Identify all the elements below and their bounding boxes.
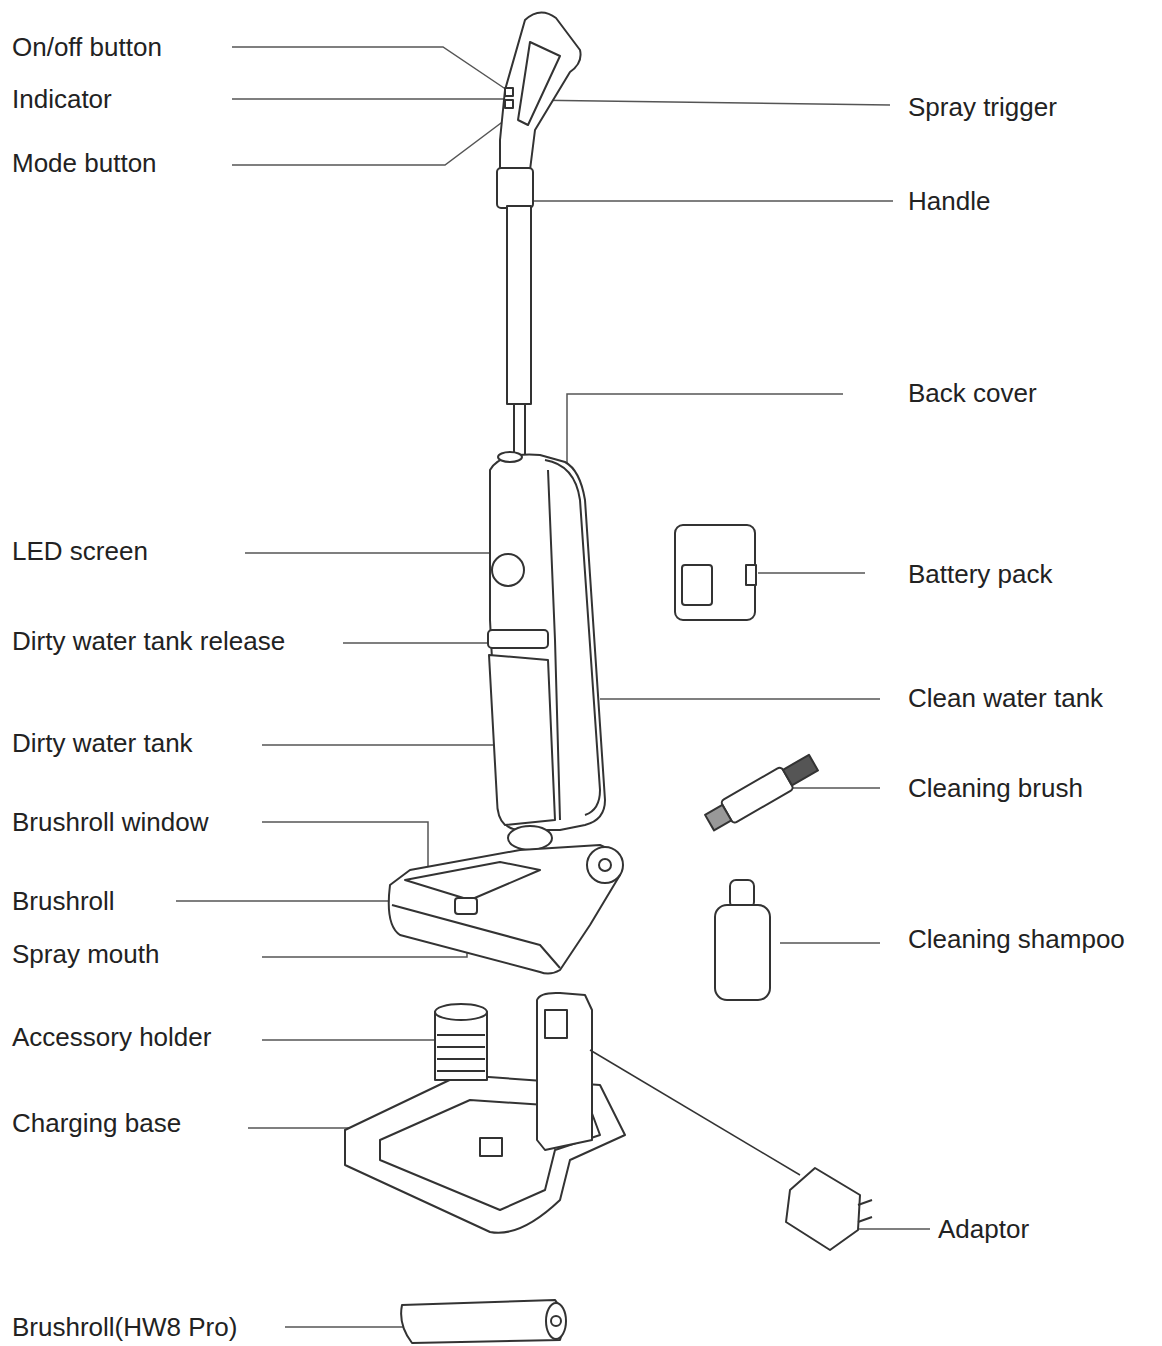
handle-collar: [497, 168, 533, 208]
leader-line: [285, 1326, 410, 1328]
button-symbol: [505, 100, 513, 108]
leader-line: [245, 552, 495, 554]
leader-lines: [176, 47, 930, 1327]
part-label: Clean water tank: [908, 683, 1103, 713]
holder-top: [435, 1004, 487, 1020]
holder-stripe: [437, 1034, 485, 1036]
brushroll-axle: [551, 1316, 561, 1326]
part-label: Accessory holder: [12, 1022, 211, 1052]
vacuum-drawing: [345, 12, 872, 1343]
part-label: Cleaning shampoo: [908, 924, 1125, 954]
handle-tube: [507, 206, 531, 404]
charging-post: [537, 993, 592, 1150]
adaptor-symbol: [786, 1168, 860, 1250]
tank-release-symbol: [488, 630, 548, 648]
leader-line: [232, 120, 505, 165]
shampoo-bottle-symbol: [715, 905, 770, 1000]
battery-detail: [682, 565, 712, 605]
handle-slot: [518, 42, 560, 125]
led-screen-symbol: [492, 554, 524, 586]
part-label: LED screen: [12, 536, 148, 566]
rod-line: [524, 404, 526, 456]
part-label: Dirty water tank release: [12, 626, 285, 656]
part-label: Dirty water tank: [12, 728, 193, 758]
adaptor-pin: [858, 1200, 872, 1205]
part-label: Back cover: [908, 378, 1037, 408]
base-contact: [480, 1138, 502, 1156]
spray-mouth-symbol: [455, 898, 477, 914]
part-label: Cleaning brush: [908, 773, 1083, 803]
accessory-holder-symbol: [435, 1012, 487, 1080]
part-label: Charging base: [12, 1108, 181, 1138]
part-label: Mode button: [12, 148, 157, 178]
rod-line: [513, 404, 515, 456]
leader-line: [232, 98, 505, 100]
leader-line: [525, 100, 890, 105]
part-label: Brushroll: [12, 886, 115, 916]
neck-joint: [508, 826, 552, 850]
holder-stripe: [437, 1058, 485, 1060]
leader-line: [262, 1039, 435, 1041]
leader-line: [525, 200, 893, 202]
brushroll-end: [546, 1303, 566, 1339]
part-label: Adaptor: [938, 1214, 1029, 1244]
holder-stripe: [437, 1070, 485, 1072]
leader-line: [855, 1228, 930, 1230]
battery-symbol: [675, 525, 755, 620]
brushroll-hw8-symbol: [401, 1300, 563, 1343]
leader-line: [176, 900, 410, 902]
leader-line: [262, 822, 428, 875]
wheel-hub: [599, 859, 611, 871]
part-label: Brushroll window: [12, 807, 209, 837]
leader-line: [343, 642, 490, 644]
rod-socket: [498, 452, 522, 462]
leader-line: [567, 394, 843, 470]
dirty-tank-symbol: [489, 655, 555, 825]
part-label: Battery pack: [908, 559, 1053, 589]
part-label: Indicator: [12, 84, 112, 114]
part-label: Spray mouth: [12, 939, 159, 969]
brushroll-window-symbol: [405, 862, 540, 900]
leader-line: [780, 942, 880, 944]
button-symbol: [505, 88, 513, 96]
battery-latch: [746, 565, 756, 585]
handle-grip: [500, 12, 581, 175]
part-label: Brushroll(HW8 Pro): [12, 1312, 237, 1342]
adaptor-cord: [590, 1050, 800, 1175]
leader-line: [758, 572, 865, 574]
leader-line: [600, 698, 880, 700]
holder-stripe: [437, 1046, 485, 1048]
wheel: [587, 847, 623, 883]
bottle-cap: [730, 880, 754, 908]
leader-line: [262, 744, 510, 746]
leader-line: [790, 787, 880, 789]
leader-line: [232, 47, 507, 90]
post-contact: [545, 1010, 567, 1038]
part-label: Handle: [908, 186, 990, 216]
adaptor-pin: [858, 1217, 872, 1222]
part-label: Spray trigger: [908, 92, 1057, 122]
cleaning-brush-symbol: [703, 751, 820, 834]
part-label: On/off button: [12, 32, 162, 62]
